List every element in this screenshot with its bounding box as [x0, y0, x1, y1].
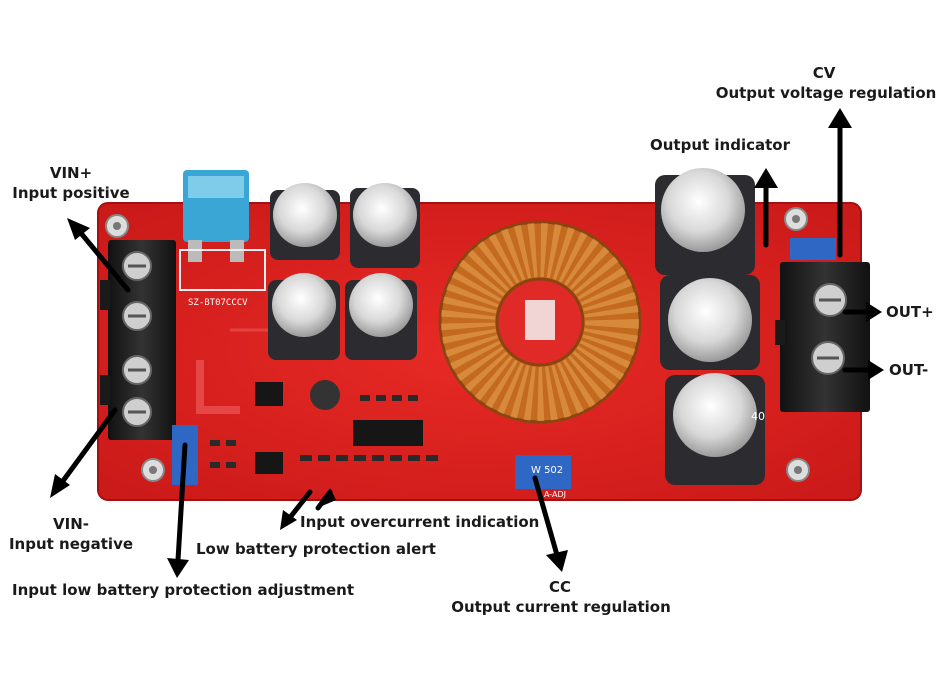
- cc-title: CC: [548, 578, 572, 596]
- cv-arrow-icon: [828, 108, 852, 258]
- chips: [255, 380, 423, 474]
- low-battery-alert-label: Low battery protection alert: [196, 540, 436, 558]
- low-battery-alert-arrow-icon: [315, 488, 336, 511]
- cap-mark-text: 40: [751, 410, 765, 423]
- cc-description: Output current regulation: [451, 598, 671, 616]
- low-battery-adjust-arrow-icon: [167, 442, 189, 578]
- cc-arrow-icon: [532, 475, 568, 572]
- toroidal-inductor: [438, 220, 642, 424]
- low-battery-adjustment-label: Input low battery protection adjustment: [12, 581, 354, 599]
- out-positive-arrow-icon: [842, 302, 882, 322]
- cv-title: CV: [812, 64, 836, 82]
- vin-negative-arrow-icon: [50, 407, 118, 498]
- input-capacitors: [268, 183, 420, 360]
- vin-positive-title: VIN+: [49, 164, 93, 182]
- vin-negative-title: VIN-: [53, 515, 89, 533]
- output-indicator-arrow-icon: [754, 168, 778, 248]
- board-model-text: SZ-BT07CCCV: [188, 298, 248, 308]
- out-negative-arrow-icon: [842, 360, 884, 380]
- out-positive-label: OUT+: [886, 303, 934, 321]
- cc-silkscreen-text: A-ADJ: [544, 490, 566, 499]
- out-negative-label: OUT-: [889, 361, 929, 379]
- smd-components: [210, 395, 438, 468]
- output-terminal-block: [775, 262, 870, 412]
- overcurrent-indication-label: Input overcurrent indication: [300, 513, 540, 531]
- cv-description: Output voltage regulation: [715, 84, 937, 102]
- fuse: [179, 170, 266, 291]
- vin-negative-description: Input negative: [8, 535, 134, 553]
- output-indicator-label: Output indicator: [650, 136, 790, 154]
- output-capacitors: [655, 168, 765, 485]
- vin-positive-description: Input positive: [12, 184, 130, 202]
- overcurrent-arrow-icon: [280, 489, 313, 530]
- vin-positive-arrow-icon: [67, 218, 131, 293]
- trimmer-cc-text: W 502: [531, 465, 563, 476]
